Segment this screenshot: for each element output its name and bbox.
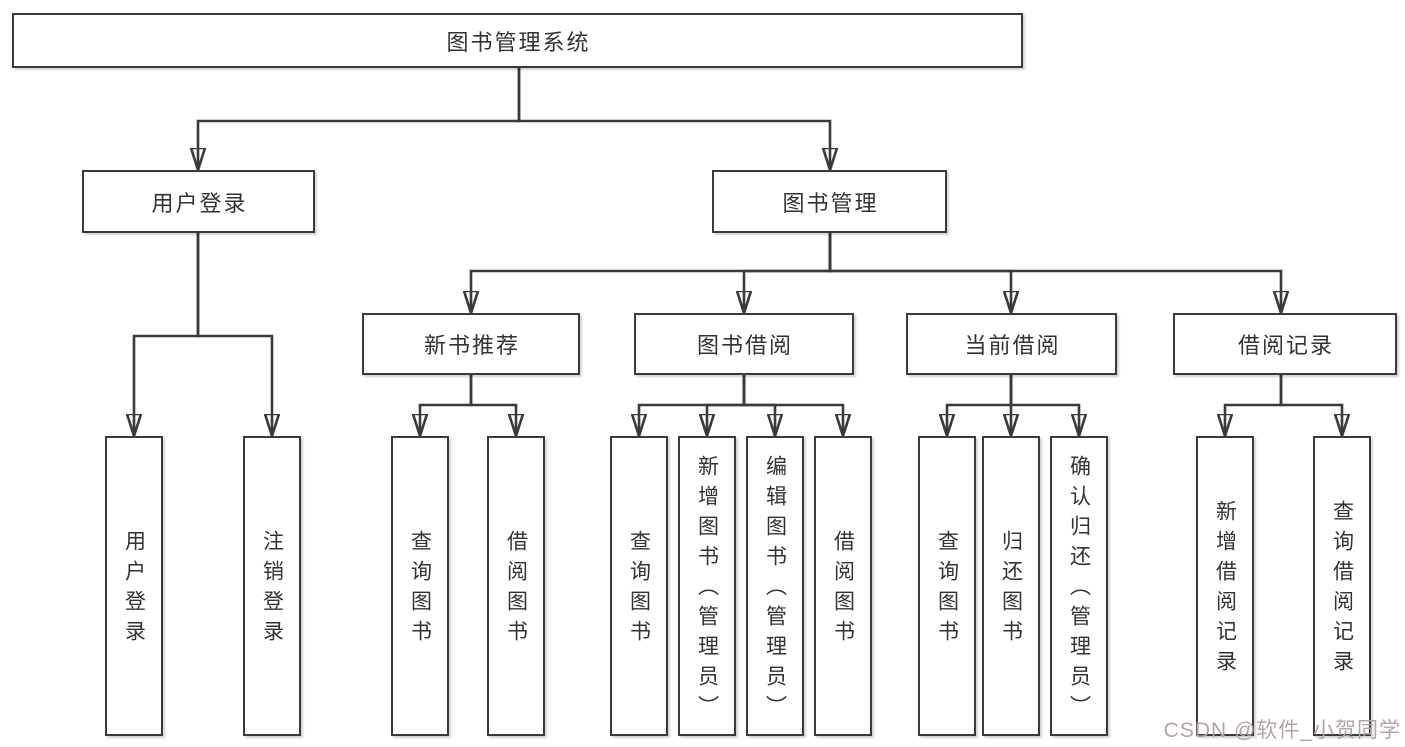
- leaf-logout: 注销登录: [243, 436, 301, 736]
- edge-book-mgmt-book-borrow: [744, 233, 832, 313]
- node-new-book-rec-label: 新书推荐: [423, 333, 520, 358]
- leaf-bb-borrow-books: 借阅图书: [814, 436, 872, 736]
- leaf-nbr-query-books: 查询图书: [391, 436, 449, 736]
- leaf-user-login-label: 用户登录: [122, 530, 146, 650]
- leaf-br-add-record: 新增借阅记录: [1196, 436, 1254, 736]
- node-borrow-record-label: 借阅记录: [1237, 333, 1334, 358]
- leaf-br-query-record-label: 查询借阅记录: [1330, 500, 1354, 680]
- leaf-cb-confirm-return: 确认归还（管理员）: [1050, 436, 1108, 736]
- node-book-mgmt: 图书管理: [712, 170, 947, 233]
- leaf-bb-add-books-label: 新增图书（管理员）: [695, 455, 719, 725]
- edge-book-borrow-add: [707, 375, 746, 436]
- edge-book-mgmt-new-book-rec: [471, 233, 832, 313]
- node-root: 图书管理系统: [12, 13, 1023, 68]
- leaf-cb-return-books: 归还图书: [982, 436, 1040, 736]
- leaf-nbr-query-books-label: 查询图书: [408, 530, 432, 650]
- node-current-borrow: 当前借阅: [906, 313, 1117, 375]
- leaf-cb-return-books-label: 归还图书: [999, 530, 1023, 650]
- edge-root-user-login: [198, 68, 521, 170]
- leaf-bb-borrow-books-label: 借阅图书: [831, 530, 855, 650]
- edge-user-login-logout: [196, 233, 272, 436]
- edge-book-mgmt-borrow-record: [828, 233, 1281, 313]
- leaf-bb-edit-books-label: 编辑图书（管理员）: [763, 455, 787, 725]
- edge-book-mgmt-current-borrow: [828, 233, 1011, 313]
- leaf-br-query-record: 查询借阅记录: [1313, 436, 1371, 736]
- edge-root-book-mgmt: [517, 68, 830, 170]
- node-new-book-rec: 新书推荐: [362, 313, 580, 375]
- node-root-label: 图书管理系统: [446, 29, 591, 55]
- leaf-user-login: 用户登录: [105, 436, 163, 736]
- leaf-logout-label: 注销登录: [260, 530, 284, 650]
- edge-borrow-record-query: [1279, 375, 1342, 436]
- edge-new-book-rec-borrow: [469, 375, 516, 436]
- leaf-bb-query-books-label: 查询图书: [627, 530, 651, 650]
- node-book-borrow: 图书借阅: [634, 313, 854, 375]
- edge-book-borrow-borrow: [742, 375, 843, 436]
- leaf-bb-query-books: 查询图书: [610, 436, 668, 736]
- csdn-watermark: CSDN @软件_小贺同学: [1163, 719, 1401, 742]
- leaf-br-add-record-label: 新增借阅记录: [1213, 500, 1237, 680]
- leaf-nbr-borrow-books-label: 借阅图书: [504, 530, 528, 650]
- leaf-bb-edit-books: 编辑图书（管理员）: [746, 436, 804, 736]
- node-current-borrow-label: 当前借阅: [964, 333, 1061, 358]
- leaf-cb-query-books: 查询图书: [918, 436, 976, 736]
- leaf-cb-confirm-return-label: 确认归还（管理员）: [1067, 455, 1091, 725]
- edge-current-borrow-query: [947, 375, 1013, 436]
- node-user-login: 用户登录: [82, 170, 315, 233]
- node-borrow-record: 借阅记录: [1173, 313, 1397, 375]
- edge-user-login-login: [134, 233, 200, 436]
- node-user-login-label: 用户登录: [151, 190, 248, 216]
- leaf-cb-query-books-label: 查询图书: [935, 530, 959, 650]
- node-book-mgmt-label: 图书管理: [782, 190, 879, 216]
- edge-borrow-record-add: [1225, 375, 1283, 436]
- leaf-bb-add-books: 新增图书（管理员）: [678, 436, 736, 736]
- edge-new-book-rec-query: [420, 375, 473, 436]
- leaf-nbr-borrow-books: 借阅图书: [487, 436, 545, 736]
- edge-current-borrow-confirm: [1009, 375, 1079, 436]
- node-book-borrow-label: 图书借阅: [696, 333, 793, 358]
